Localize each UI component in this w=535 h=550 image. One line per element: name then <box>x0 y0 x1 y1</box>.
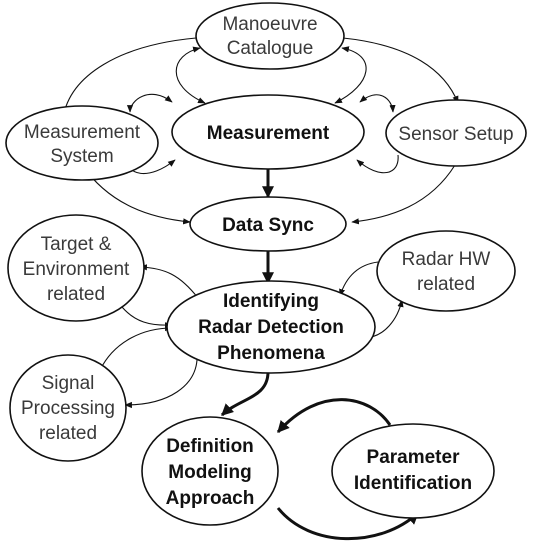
node-label-line: Definition <box>166 436 254 457</box>
node-label-line: Data Sync <box>222 215 314 236</box>
edge-catalogue-to-measurement-system <box>61 37 197 119</box>
edge-target-to-identifying <box>121 306 173 329</box>
node-label-line: Sensor Setup <box>398 124 513 145</box>
edge-measurement-to-sensor-upper <box>359 94 396 113</box>
node-radar-hw: Radar HW related <box>376 230 516 312</box>
edge-catalogue-loop-left <box>175 46 206 104</box>
node-label-line: Phenomena <box>217 343 325 364</box>
node-parameter-identification: Parameter Identification <box>331 423 495 519</box>
node-identifying-phenomena: Identifying Radar Detection Phenomena <box>166 280 376 374</box>
edge-definition-to-parameter <box>276 507 420 541</box>
node-manoeuvre-catalogue: Manoeuvre Catalogue <box>195 2 345 70</box>
node-definition-modeling: Definition Modeling Approach <box>141 416 279 526</box>
node-label-line: Parameter <box>367 447 461 468</box>
node-measurement-system: Measurement System <box>5 105 159 181</box>
node-target-environment: Target & Environment related <box>7 214 145 322</box>
edge-identifying-to-signal <box>124 359 198 409</box>
node-label-line: related <box>417 274 475 295</box>
edge-identifying-to-definition <box>220 371 270 417</box>
node-label-line: System <box>50 146 113 167</box>
edge-radar-hw-to-identifying <box>339 261 379 297</box>
node-label-line: Signal <box>42 373 95 394</box>
edge-sensor-setup-to-data-sync <box>351 164 456 225</box>
node-label-line: Modeling <box>168 462 251 483</box>
node-label-line: Environment <box>23 259 130 280</box>
edge-identifying-to-target <box>139 264 199 299</box>
node-data-sync: Data Sync <box>189 196 347 252</box>
node-label-line: related <box>39 423 97 444</box>
node-label-line: Radar Detection <box>198 317 344 338</box>
edge-measurement-to-sensor-lower <box>356 154 399 174</box>
node-label-line: Manoeuvre <box>222 14 317 35</box>
node-label-line: Catalogue <box>227 38 314 59</box>
node-label-line: Identifying <box>223 291 319 312</box>
node-label-line: Identification <box>354 473 472 494</box>
edge-measurement-to-system-upper <box>126 93 173 113</box>
node-label-line: Measurement <box>207 123 330 144</box>
node-label-line: Target & <box>41 234 112 255</box>
node-sensor-setup: Sensor Setup <box>385 99 527 167</box>
node-label-line: Radar HW <box>402 249 491 270</box>
node-label-line: Approach <box>166 488 255 509</box>
edge-parameter-to-definition <box>276 398 392 434</box>
node-label-line: Processing <box>21 398 115 419</box>
edge-catalogue-to-sensor-setup <box>342 37 459 104</box>
node-label-line: related <box>47 284 105 305</box>
edge-signal-to-identifying <box>99 324 173 371</box>
node-signal-processing: Signal Processing related <box>9 354 127 462</box>
edge-catalogue-loop-right <box>334 46 367 104</box>
node-label-line: Measurement <box>24 122 141 143</box>
node-measurement: Measurement <box>171 94 365 170</box>
